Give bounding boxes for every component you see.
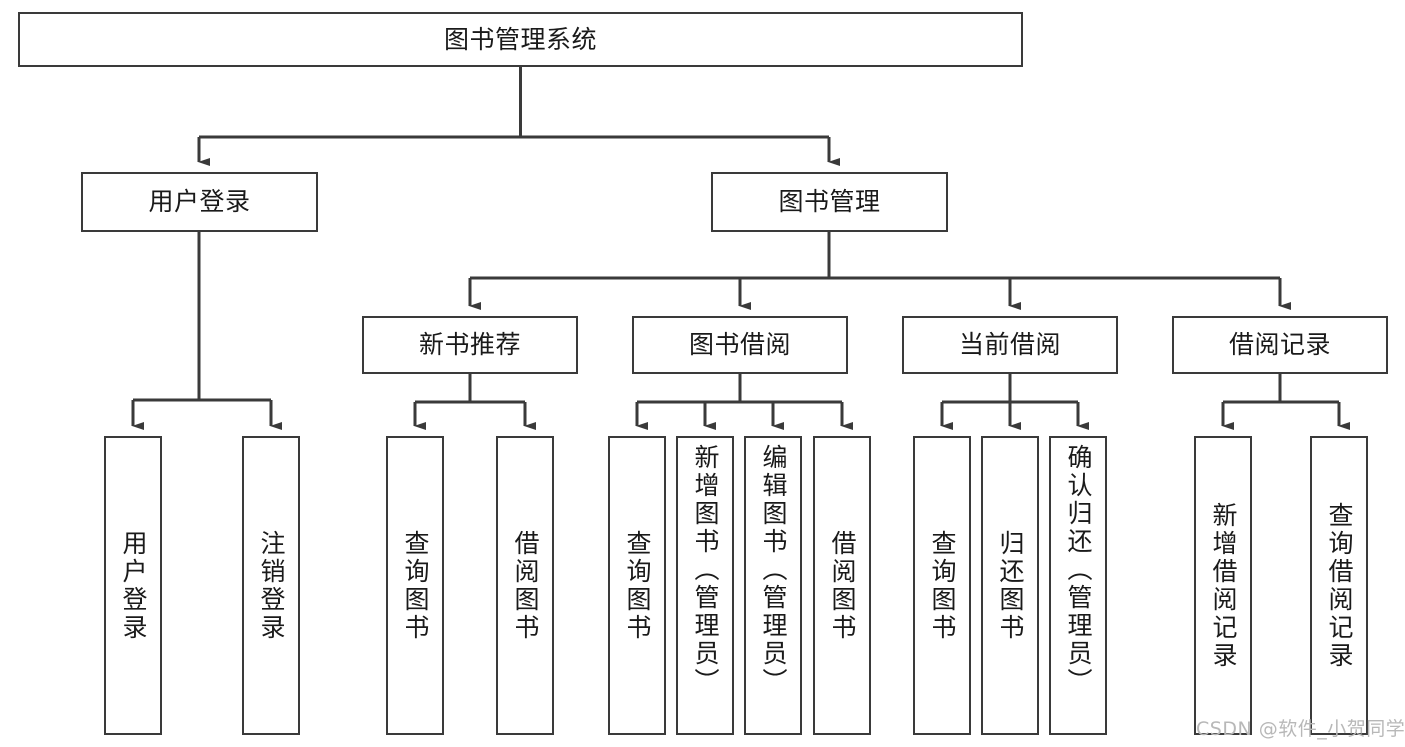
leaf-records-query-record-label: 查询借阅记录 bbox=[1325, 501, 1354, 670]
leaf-borrow-edit-book-admin[interactable]: 编辑图书（管理员） bbox=[744, 436, 802, 735]
node-new-book-recommend-label: 新书推荐 bbox=[418, 330, 521, 360]
node-borrow-records[interactable]: 借阅记录 bbox=[1172, 316, 1388, 374]
node-current-borrow-label: 当前借阅 bbox=[958, 330, 1061, 360]
node-book-borrow[interactable]: 图书借阅 bbox=[632, 316, 848, 374]
leaf-user-login[interactable]: 用户登录 bbox=[104, 436, 162, 735]
leaf-borrow-borrow-book-label: 借阅图书 bbox=[828, 529, 857, 642]
leaf-current-query-book[interactable]: 查询图书 bbox=[913, 436, 971, 735]
leaf-newbook-borrow-book[interactable]: 借阅图书 bbox=[496, 436, 554, 735]
node-user-login[interactable]: 用户登录 bbox=[81, 172, 318, 232]
node-root-system-label: 图书管理系统 bbox=[443, 24, 597, 54]
node-book-management[interactable]: 图书管理 bbox=[711, 172, 948, 232]
leaf-borrow-add-book-admin[interactable]: 新增图书（管理员） bbox=[676, 436, 734, 735]
leaf-borrow-edit-book-admin-label: 编辑图书（管理员） bbox=[759, 444, 788, 696]
leaf-borrow-query-book-label: 查询图书 bbox=[623, 529, 652, 642]
leaf-current-return-book[interactable]: 归还图书 bbox=[981, 436, 1039, 735]
node-current-borrow[interactable]: 当前借阅 bbox=[902, 316, 1118, 374]
node-new-book-recommend[interactable]: 新书推荐 bbox=[362, 316, 578, 374]
leaf-records-add-record-label: 新增借阅记录 bbox=[1209, 501, 1238, 670]
node-book-management-label: 图书管理 bbox=[778, 187, 881, 217]
leaf-newbook-query-book-label: 查询图书 bbox=[401, 529, 430, 642]
leaf-borrow-add-book-admin-label: 新增图书（管理员） bbox=[691, 444, 720, 696]
csdn-watermark: CSDN @软件_小贺同学 bbox=[1196, 718, 1405, 740]
leaf-current-confirm-return-admin[interactable]: 确认归还（管理员） bbox=[1049, 436, 1107, 735]
node-root-system[interactable]: 图书管理系统 bbox=[18, 12, 1023, 67]
node-borrow-records-label: 借阅记录 bbox=[1228, 330, 1331, 360]
leaf-user-login-label: 用户登录 bbox=[119, 529, 148, 642]
leaf-current-query-book-label: 查询图书 bbox=[928, 529, 957, 642]
node-user-login-label: 用户登录 bbox=[148, 187, 251, 217]
leaf-current-return-book-label: 归还图书 bbox=[996, 529, 1025, 642]
leaf-newbook-query-book[interactable]: 查询图书 bbox=[386, 436, 444, 735]
leaf-borrow-query-book[interactable]: 查询图书 bbox=[608, 436, 666, 735]
leaf-user-logout-label: 注销登录 bbox=[257, 529, 286, 642]
leaf-newbook-borrow-book-label: 借阅图书 bbox=[511, 529, 540, 642]
leaf-user-logout[interactable]: 注销登录 bbox=[242, 436, 300, 735]
leaf-current-confirm-return-admin-label: 确认归还（管理员） bbox=[1064, 444, 1093, 696]
leaf-records-add-record[interactable]: 新增借阅记录 bbox=[1194, 436, 1252, 735]
node-book-borrow-label: 图书借阅 bbox=[688, 330, 791, 360]
leaf-records-query-record[interactable]: 查询借阅记录 bbox=[1310, 436, 1368, 735]
leaf-borrow-borrow-book[interactable]: 借阅图书 bbox=[813, 436, 871, 735]
